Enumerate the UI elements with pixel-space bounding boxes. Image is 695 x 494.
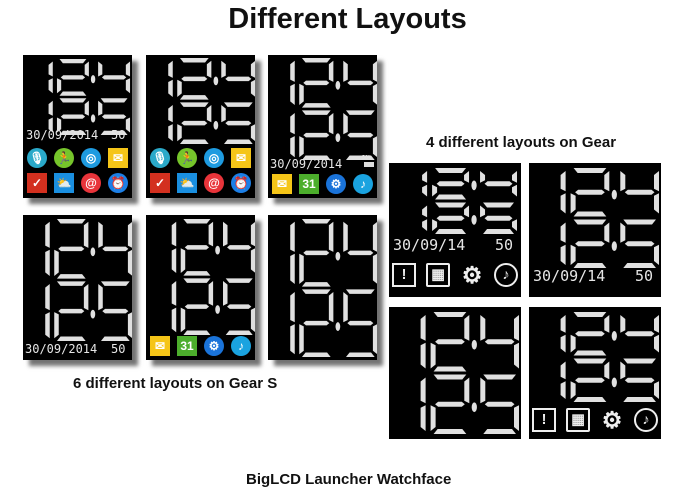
weather-icon[interactable]: ⛅ bbox=[54, 173, 74, 193]
calendar-icon[interactable]: 31 bbox=[299, 174, 319, 194]
settings-icon[interactable]: ⚙ bbox=[204, 336, 224, 356]
nike-icon[interactable]: ✓ bbox=[150, 173, 170, 193]
date-text: 30/09/2014 bbox=[25, 342, 98, 356]
gear-layout-3 bbox=[389, 307, 521, 439]
weather-icon[interactable]: ⛅ bbox=[177, 173, 197, 193]
music-icon[interactable]: ♪ bbox=[353, 174, 373, 194]
email-at-icon[interactable]: @ bbox=[81, 173, 101, 193]
s-health-run-icon[interactable]: 🏃 bbox=[54, 148, 74, 168]
gear-layout-2: 30/09/14 50 bbox=[529, 163, 661, 297]
footer-caption: BigLCD Launcher Watchface bbox=[246, 471, 452, 488]
settings-icon[interactable]: ⚙ bbox=[601, 406, 623, 433]
seconds-text: 50 bbox=[635, 267, 654, 285]
gear-caption: 4 different layouts on Gear bbox=[426, 134, 617, 151]
gear-s-layout-2: 🎙 🏃 ◎ ✉ ✓ ⛅ @ ⏰ bbox=[146, 55, 255, 198]
email-icon[interactable]: ✉ bbox=[150, 336, 170, 356]
email-at-icon[interactable]: @ bbox=[204, 173, 224, 193]
gear-s-layout-5: ✉ 31 ⚙ ♪ bbox=[146, 215, 255, 360]
gear-s-caption: 6 different layouts on Gear S bbox=[73, 375, 278, 392]
nike-icon[interactable]: ✓ bbox=[27, 173, 47, 193]
s-voice-icon[interactable]: 🎙 bbox=[150, 148, 170, 168]
s-health-icon[interactable]: ◎ bbox=[204, 148, 224, 168]
music-icon[interactable]: ♪ bbox=[231, 336, 251, 356]
email-icon[interactable]: ✉ bbox=[231, 148, 251, 168]
email-icon[interactable]: ✉ bbox=[272, 174, 292, 194]
music-icon[interactable]: ♪ bbox=[494, 263, 518, 287]
seconds-text: 50 bbox=[111, 128, 126, 142]
calendar-icon[interactable]: 31 bbox=[177, 336, 197, 356]
alarm-icon[interactable]: ⏰ bbox=[231, 173, 251, 193]
gear-layout-1: 30/09/14 50! ▦ ⚙ ♪ bbox=[389, 163, 521, 297]
battery-icon bbox=[364, 162, 374, 167]
notification-icon[interactable]: ! bbox=[392, 263, 416, 287]
seconds-text: 50 bbox=[495, 236, 514, 254]
calendar-icon[interactable]: ▦ bbox=[426, 263, 450, 287]
page-title: Different Layouts bbox=[228, 3, 467, 35]
gear-s-layout-1: 30/09/2014 50 🎙 🏃 ◎ ✉ ✓ ⛅ @ ⏰ bbox=[23, 55, 132, 198]
date-text: 30/09/2014 bbox=[26, 128, 99, 142]
alarm-icon[interactable]: ⏰ bbox=[108, 173, 128, 193]
s-voice-icon[interactable]: 🎙 bbox=[27, 148, 47, 168]
gear-s-layout-6 bbox=[268, 215, 377, 360]
notification-icon[interactable]: ! bbox=[532, 408, 556, 432]
gear-s-layout-3: 30/09/2014 50% ✉ 31 ⚙ ♪ bbox=[268, 55, 377, 198]
seconds-text: 50 bbox=[111, 342, 126, 356]
date-text: 30/09/14 bbox=[533, 267, 606, 285]
settings-icon[interactable]: ⚙ bbox=[326, 174, 346, 194]
s-health-run-icon[interactable]: 🏃 bbox=[177, 148, 197, 168]
music-icon[interactable]: ♪ bbox=[634, 408, 658, 432]
date-text: 30/09/2014 bbox=[270, 157, 343, 171]
gear-s-layout-4: 30/09/2014 50 bbox=[23, 215, 132, 360]
email-icon[interactable]: ✉ bbox=[108, 148, 128, 168]
date-text: 30/09/14 bbox=[393, 236, 466, 254]
settings-icon[interactable]: ⚙ bbox=[461, 261, 483, 288]
battery-text: 50% bbox=[362, 155, 372, 161]
calendar-icon[interactable]: ▦ bbox=[566, 408, 590, 432]
gear-layout-4: ! ▦ ⚙ ♪ bbox=[529, 307, 661, 439]
s-health-icon[interactable]: ◎ bbox=[81, 148, 101, 168]
